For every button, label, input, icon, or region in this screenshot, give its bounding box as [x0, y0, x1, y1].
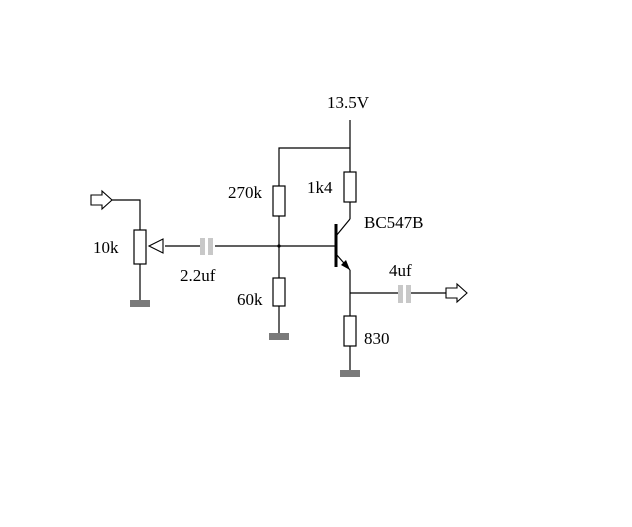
junction-dot: [277, 244, 281, 248]
input-capacitor-plate-left: [200, 238, 205, 255]
collector-resistor-label: 1k4: [307, 178, 333, 197]
pot-top-wire: [112, 199, 141, 230]
input-potentiometer-label: 10k: [93, 238, 119, 257]
transistor-collector-lead: [335, 218, 351, 237]
pot-wiper-arrow-icon: [147, 238, 164, 254]
bias-bottom-resistor-label: 60k: [237, 290, 263, 309]
collector-resistor: [343, 171, 357, 203]
output-port-arrow-icon: [445, 282, 468, 304]
emitter-resistor-label: 830: [364, 329, 390, 348]
ground-symbol: [269, 333, 289, 340]
bias-top-resistor: [272, 185, 286, 217]
input-capacitor-plate-right: [208, 238, 213, 255]
bias-top-resistor-label: 270k: [228, 183, 263, 202]
input-capacitor-label: 2.2uf: [180, 266, 216, 285]
bias-top-wire: [278, 147, 350, 186]
input-potentiometer: [133, 229, 147, 265]
bias-bottom-resistor: [272, 277, 286, 307]
emitter-arrow-icon: [341, 260, 350, 270]
supply-voltage-label: 13.5V: [327, 93, 370, 112]
emitter-resistor: [343, 315, 357, 347]
ground-symbol: [340, 370, 360, 377]
transistor-part-label: BC547B: [364, 213, 424, 232]
output-capacitor-plate-right: [406, 285, 411, 303]
input-port-arrow-icon: [90, 189, 113, 211]
output-capacitor-plate-left: [398, 285, 403, 303]
output-capacitor-label: 4uf: [389, 261, 412, 280]
ground-symbol: [130, 300, 150, 307]
